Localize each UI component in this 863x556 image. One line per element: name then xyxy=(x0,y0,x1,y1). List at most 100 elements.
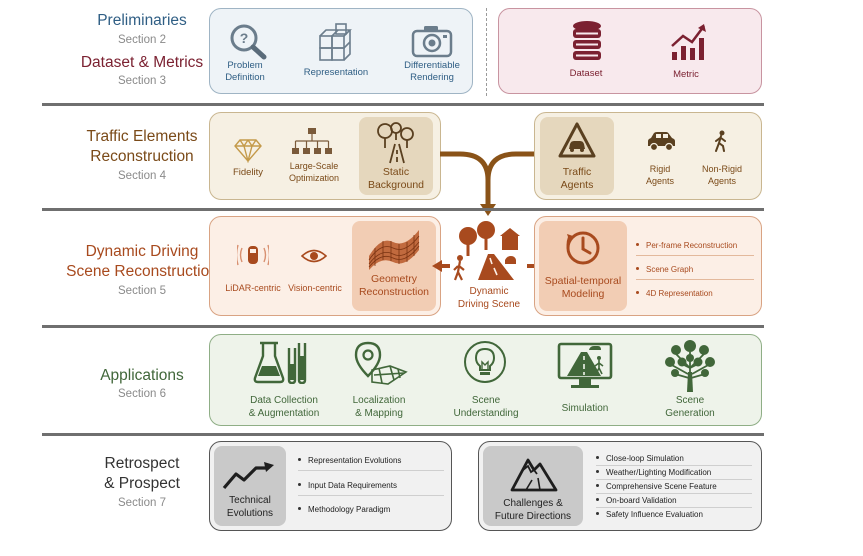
list-divider xyxy=(596,507,752,508)
list-item: Comprehensive Scene Feature xyxy=(596,482,717,492)
tree-network-icon xyxy=(665,340,715,392)
list-item: Methodology Paradigm xyxy=(298,505,390,515)
differentiable-rendering-label: Differentiable Rendering xyxy=(404,60,460,83)
challenges-highlight xyxy=(483,446,583,526)
representation-label: Representation xyxy=(303,67,369,78)
non-rigid-agents-label: Non-Rigid Agents xyxy=(701,164,743,186)
voxel-cubes-icon xyxy=(319,23,352,61)
section-retro-sub: Section 7 xyxy=(118,497,166,509)
spatial-temporal-modeling-label: Spatial-temporal Modeling xyxy=(544,275,622,300)
car-icon xyxy=(648,132,675,152)
geometry-reconstruction-highlight xyxy=(352,221,436,311)
trees-road-icon xyxy=(377,122,414,164)
mesh-surface-icon xyxy=(368,230,420,270)
list-item-text: 4D Representation xyxy=(646,289,713,298)
section-dataset-title: Dataset & Metrics xyxy=(80,54,204,71)
list-item: Input Data Requirements xyxy=(298,481,397,491)
list-item-text: Methodology Paradigm xyxy=(308,505,391,514)
list-item: Scene Graph xyxy=(636,265,693,275)
list-item: Weather/Lighting Modification xyxy=(596,468,711,478)
growth-chart-icon xyxy=(671,24,706,60)
section-traffic-title-2: Reconstruction xyxy=(90,148,194,165)
lightbulb-icon xyxy=(464,341,506,383)
list-item-text: On-board Validation xyxy=(606,496,677,505)
problem-definition-label: Problem Definition xyxy=(225,60,265,83)
list-item: On-board Validation xyxy=(596,496,677,506)
list-item-text: Per-frame Reconstruction xyxy=(646,241,738,250)
challenges-list: Close-loop Simulation Weather/Lighting M… xyxy=(596,454,758,526)
hierarchy-icon xyxy=(292,128,332,154)
trend-arrow-icon xyxy=(222,462,274,490)
list-divider xyxy=(636,279,754,280)
list-item: Close-loop Simulation xyxy=(596,454,684,464)
list-divider xyxy=(596,465,752,466)
static-background-highlight xyxy=(359,117,433,195)
scene-understanding-label: Scene Understanding xyxy=(453,395,519,419)
section-applications-title: Applications xyxy=(100,367,184,384)
list-item-text: Safety Influence Evaluation xyxy=(606,510,703,519)
traffic-agents-label: Traffic Agents xyxy=(560,166,594,191)
row-separator-3 xyxy=(42,325,764,328)
spatial-temporal-highlight xyxy=(539,221,627,311)
pedestrian-icon xyxy=(715,130,726,152)
list-item-text: Close-loop Simulation xyxy=(606,454,684,463)
lidar-centric-label: LiDAR-centric xyxy=(225,283,281,293)
warning-car-icon xyxy=(558,122,596,158)
simulation-label: Simulation xyxy=(561,403,609,414)
data-collection-label: Data Collection & Augmentation xyxy=(248,395,320,419)
driving-scene-icon xyxy=(453,221,520,281)
list-item-text: Representation Evolutions xyxy=(308,456,402,465)
spatial-temporal-list: Per-frame Reconstruction Scene Graph 4D … xyxy=(636,238,760,308)
row-separator-1 xyxy=(42,103,764,106)
clock-icon xyxy=(566,231,600,265)
section-dynamic-title-2: Scene Reconstruction xyxy=(66,263,218,280)
section-retro-title-1: Retrospect xyxy=(104,455,180,472)
row-separator-4 xyxy=(42,433,764,436)
static-background-label: Static Background xyxy=(367,166,425,191)
list-divider xyxy=(596,493,752,494)
metric-label: Metric xyxy=(673,69,699,80)
section-dynamic-sub: Section 5 xyxy=(118,285,166,297)
map-pin-icon xyxy=(354,341,408,385)
localization-mapping-label: Localization & Mapping xyxy=(352,395,406,419)
list-item-text: Scene Graph xyxy=(646,265,694,274)
database-icon xyxy=(573,21,601,60)
list-item-text: Comprehensive Scene Feature xyxy=(606,482,717,491)
section-applications-sub: Section 6 xyxy=(118,388,166,400)
technical-evolutions-label: Technical Evolutions xyxy=(226,495,274,519)
list-divider xyxy=(596,479,752,480)
fidelity-label: Fidelity xyxy=(232,167,264,178)
list-item: Safety Influence Evaluation xyxy=(596,510,703,520)
technical-evolutions-list: Representation Evolutions Input Data Req… xyxy=(298,454,448,524)
diamond-icon xyxy=(234,139,262,163)
vision-centric-label: Vision-centric xyxy=(288,283,342,293)
section-dynamic-title-1: Dynamic Driving xyxy=(85,243,199,260)
geometry-reconstruction-label: Geometry Reconstruction xyxy=(358,273,430,298)
list-item-text: Weather/Lighting Modification xyxy=(606,468,712,477)
list-item-text: Input Data Requirements xyxy=(308,481,397,490)
svg-text:?: ? xyxy=(240,30,249,46)
list-divider xyxy=(298,470,444,471)
dataset-label: Dataset xyxy=(569,68,603,79)
mountain-icon xyxy=(510,458,558,492)
section-traffic-sub: Section 4 xyxy=(118,170,166,182)
challenges-label: Challenges & Future Directions xyxy=(494,498,572,522)
list-item: Per-frame Reconstruction xyxy=(636,241,737,251)
dataset-metrics-panel xyxy=(498,8,762,94)
section-retro-title-2: & Prospect xyxy=(104,475,180,492)
section-preliminaries-title: Preliminaries xyxy=(97,12,187,29)
section-dataset-sub: Section 3 xyxy=(118,75,166,87)
eye-icon xyxy=(301,249,327,263)
list-item: Representation Evolutions xyxy=(298,456,401,466)
dynamic-driving-scene-label: Dynamic Driving Scene xyxy=(457,286,521,310)
lab-flask-icon xyxy=(253,341,307,384)
large-scale-optimization-label: Large-Scale Optimization xyxy=(288,161,340,183)
dashed-divider xyxy=(486,8,487,96)
section-traffic-title-1: Traffic Elements xyxy=(86,128,198,145)
magnifier-question-icon: ? xyxy=(230,24,267,60)
lidar-car-icon xyxy=(237,244,269,266)
section-preliminaries-sub: Section 2 xyxy=(118,34,166,46)
scene-generation-label: Scene Generation xyxy=(665,395,715,419)
monitor-road-icon xyxy=(557,342,613,388)
left-arrow-icon xyxy=(432,260,450,272)
